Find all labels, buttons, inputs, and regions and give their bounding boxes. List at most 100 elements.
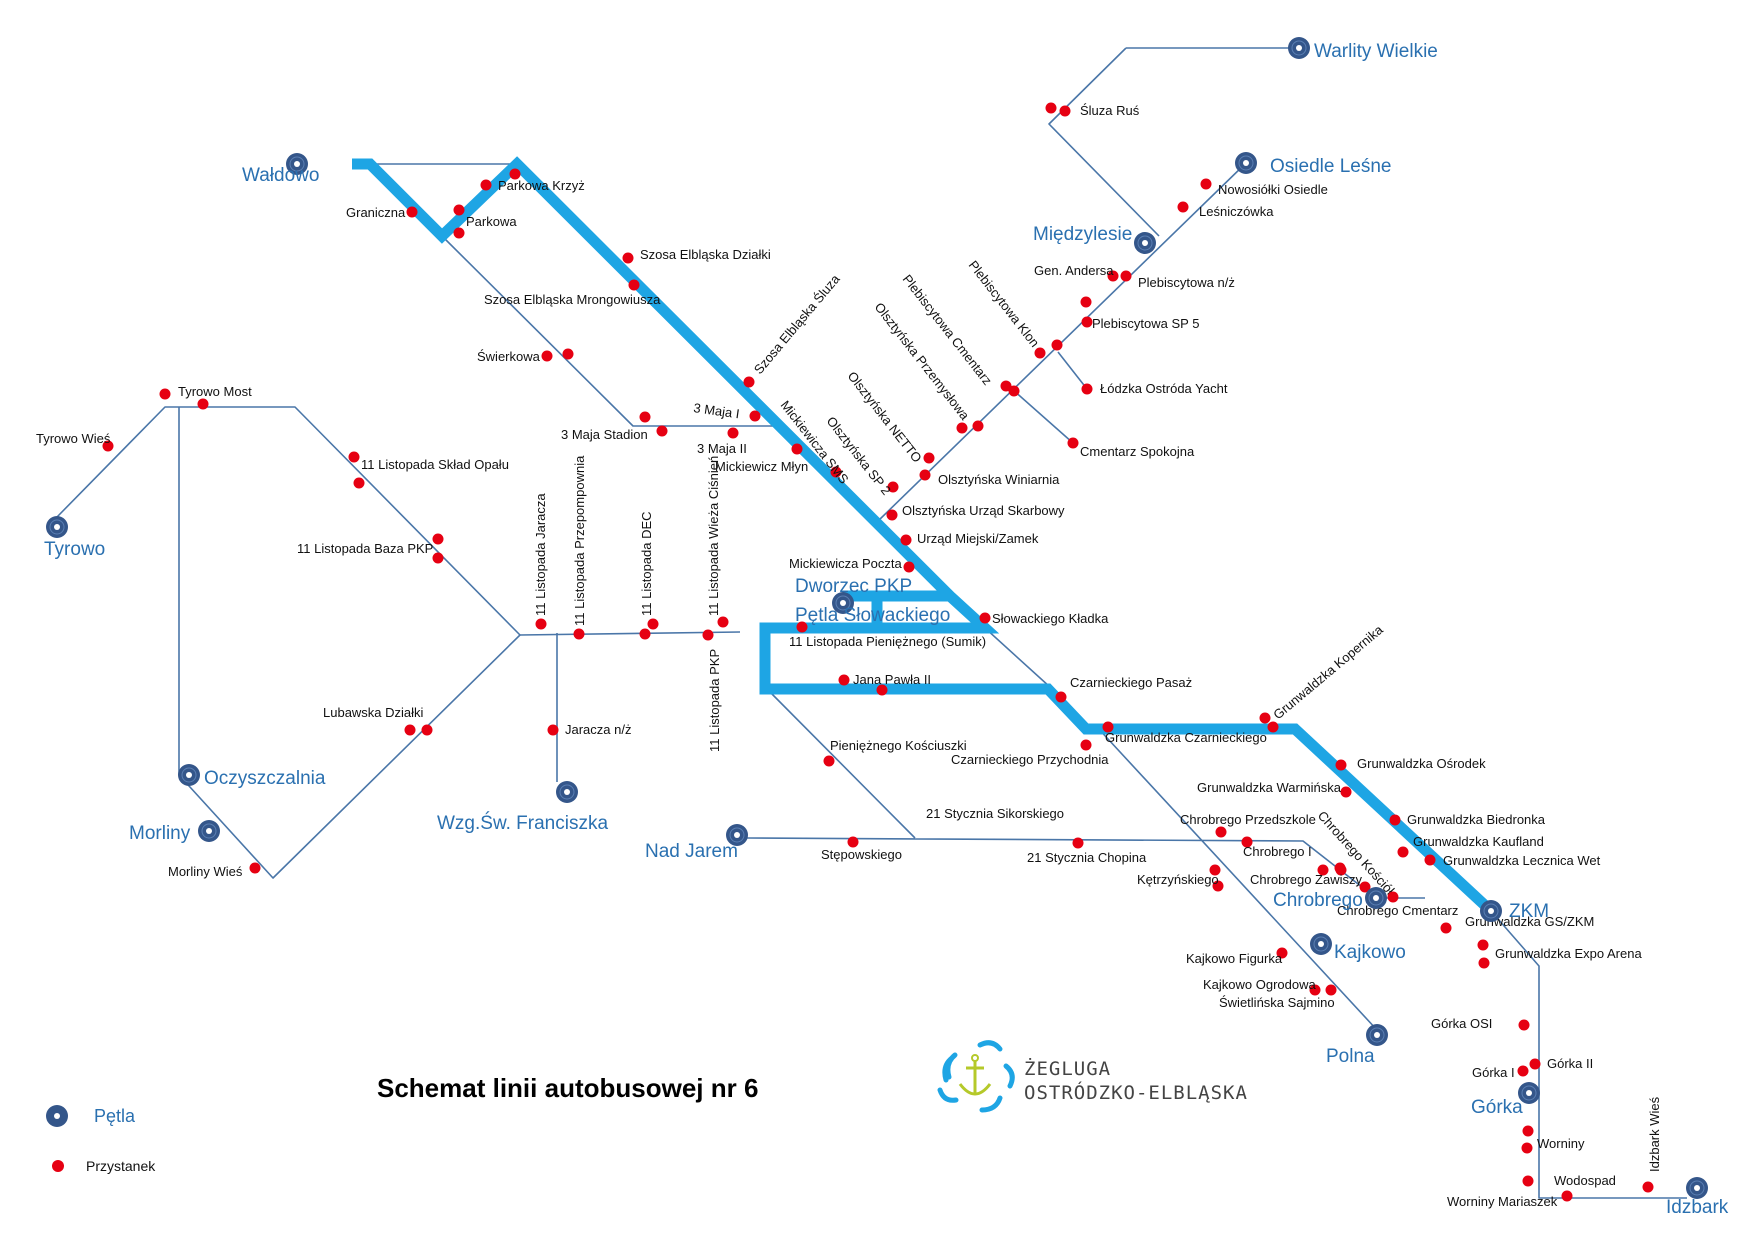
stop-czarnieckiego-pasaz[interactable]: Czarnieckiego Pasaż: [1055, 675, 1193, 703]
stop-szosa-elblaska-mrongowiusza[interactable]: Szosa Elbląska Mrongowiusza: [484, 279, 661, 308]
stop-marker[interactable]: [749, 410, 761, 422]
stop-marker[interactable]: [727, 427, 739, 439]
stop-marker[interactable]: [453, 227, 465, 239]
stop-3-maja-ii[interactable]: 3 Maja II: [697, 427, 747, 457]
stop-marker[interactable]: [1317, 864, 1329, 876]
stop-marker[interactable]: [1102, 721, 1114, 733]
stop-gorka-ii[interactable]: Górka II: [1529, 1056, 1594, 1071]
stop-marker[interactable]: [1200, 178, 1212, 190]
loop-chrobrego[interactable]: Chrobrego: [1273, 887, 1387, 911]
stop-cmentarz-spokojna[interactable]: Cmentarz Spokojna: [1067, 437, 1195, 460]
stop-marker[interactable]: [1045, 102, 1057, 114]
stop-marker[interactable]: [159, 388, 171, 400]
loop-morliny[interactable]: Morliny: [129, 820, 220, 844]
stop-marker[interactable]: [823, 755, 835, 767]
stop-marker[interactable]: [1072, 837, 1084, 849]
loop-polna[interactable]: Polna: [1326, 1024, 1388, 1067]
stop-marker[interactable]: [1517, 1065, 1529, 1077]
stop-marker[interactable]: [979, 612, 991, 624]
loop-miedzylesie[interactable]: Międzylesie: [1033, 224, 1156, 254]
stop-marker[interactable]: [562, 348, 574, 360]
stop-marker[interactable]: [432, 533, 444, 545]
stop-pienieznego-kosciuszki[interactable]: Pieniężnego Kościuszki: [823, 738, 967, 767]
loop-idzbark[interactable]: Idzbark: [1666, 1177, 1729, 1218]
stop-marker[interactable]: [1522, 1175, 1534, 1187]
stop-marker[interactable]: [972, 420, 984, 432]
stop-marker[interactable]: [1389, 814, 1401, 826]
loop-osiedle-lesne[interactable]: Osiedle Leśne: [1235, 152, 1391, 177]
stop-wodospad[interactable]: Wodospad: [1522, 1173, 1616, 1188]
loop-gorka[interactable]: Górka: [1471, 1082, 1540, 1118]
stop-plebiscytowa-n-z[interactable]: Plebiscytowa n/ż: [1138, 275, 1235, 290]
stop-11-listopada-jaracza[interactable]: 11 Listopada Jaracza: [533, 493, 548, 630]
stop-marker[interactable]: [1276, 947, 1288, 959]
stop-marker[interactable]: [791, 443, 803, 455]
stop-marker[interactable]: [622, 252, 634, 264]
stop-chrobrego-i[interactable]: Chrobrego I: [1241, 836, 1312, 860]
stop-21-stycznia-sikorskiego[interactable]: 21 Stycznia Sikorskiego: [926, 806, 1064, 821]
stop-marker[interactable]: [1055, 691, 1067, 703]
stop-marker[interactable]: [1259, 712, 1271, 724]
stop-11-listopada-dec[interactable]: 11 Listopada DEC: [639, 511, 659, 640]
stop-chrobrego-zawiszy[interactable]: Chrobrego Zawiszy: [1250, 864, 1362, 888]
stop-11-listopada-baza-pkp[interactable]: 11 Listopada Baza PKP: [297, 533, 444, 564]
stop-tyrowo-wies[interactable]: Tyrowo Wieś: [36, 431, 114, 452]
stop-stepowskiego[interactable]: Stępowskiego: [821, 836, 902, 863]
stop-marker[interactable]: [1477, 939, 1489, 951]
stop-11-listopada-pienieznego-sumik[interactable]: 11 Listopada Pieniężnego (Sumik): [789, 621, 986, 650]
stop-graniczna[interactable]: Graniczna: [346, 205, 418, 220]
loop-nad-jarem[interactable]: Nad Jarem: [645, 824, 748, 862]
stop-czarnieckiego-przychodnia[interactable]: Czarnieckiego Przychodnia: [951, 739, 1109, 768]
stop-marker[interactable]: [1034, 347, 1046, 359]
loop-kajkowo[interactable]: Kajkowo: [1310, 933, 1406, 963]
stop-chrobrego-cmentarz[interactable]: Chrobrego Cmentarz: [1337, 891, 1458, 919]
stop-tyrowo-most[interactable]: Tyrowo Most: [159, 384, 253, 410]
stop-marker[interactable]: [404, 724, 416, 736]
stop-kajkowo-figurka[interactable]: Kajkowo Figurka: [1186, 947, 1288, 967]
stop-marker[interactable]: [1440, 922, 1452, 934]
stop-marker[interactable]: [886, 509, 898, 521]
stop-marker[interactable]: [1107, 270, 1119, 282]
stop-mickiewicza-poczta[interactable]: Mickiewicza Poczta: [789, 556, 915, 573]
stop-marker[interactable]: [406, 206, 418, 218]
stop-jaracza-n-z[interactable]: Jaracza n/ż: [547, 722, 632, 737]
stop-marker[interactable]: [1080, 739, 1092, 751]
stop-marker[interactable]: [1081, 316, 1093, 328]
stop-jana-pawla-ii[interactable]: Jana Pawła II: [838, 672, 932, 696]
stop-marker[interactable]: [1212, 880, 1224, 892]
stop-urzad-miejski-zamek[interactable]: Urząd Miejski/Zamek: [900, 531, 1039, 546]
stop-marker[interactable]: [1522, 1125, 1534, 1137]
stop-grunwaldzka-expo-arena[interactable]: Grunwaldzka Expo Arena: [1477, 939, 1643, 969]
stop-marker[interactable]: [830, 466, 842, 478]
stop-marker[interactable]: [1521, 1142, 1533, 1154]
stop-mickiewicz-mlyn[interactable]: Mickiewicz Młyn: [715, 443, 808, 475]
stop-olsztynska-urzad-skarbowy[interactable]: Olsztyńska Urząd Skarbowy: [886, 503, 1066, 521]
loop-tyrowo[interactable]: Tyrowo: [44, 516, 105, 560]
stop-marker[interactable]: [743, 376, 755, 388]
stop-marker[interactable]: [1309, 984, 1321, 996]
stop-marker[interactable]: [453, 204, 465, 216]
stop-marker[interactable]: [1177, 201, 1189, 213]
stop-marker[interactable]: [102, 440, 114, 452]
stop-marker[interactable]: [1080, 296, 1092, 308]
stop-lodzka-ostroda-yacht[interactable]: Łódzka Ostróda Yacht: [1081, 381, 1228, 396]
stop-marker[interactable]: [847, 836, 859, 848]
stop-marker[interactable]: [535, 618, 547, 630]
stop-marker[interactable]: [639, 411, 651, 423]
stop-parkowa[interactable]: Parkowa: [453, 204, 518, 239]
stop-marker[interactable]: [838, 674, 850, 686]
stop-idzbark-wies[interactable]: Idzbark Wieś: [1642, 1096, 1663, 1193]
stop-marker[interactable]: [1000, 380, 1012, 392]
stop-grunwaldzka-lecznica-wet[interactable]: Grunwaldzka Lecznica Wet: [1424, 853, 1601, 868]
stop-marker[interactable]: [1241, 836, 1253, 848]
stop-3-maja-i[interactable]: 3 Maja I: [693, 400, 761, 422]
stop-marker[interactable]: [1478, 957, 1490, 969]
stop-marker[interactable]: [509, 168, 521, 180]
stop-marker[interactable]: [480, 179, 492, 191]
stop-marker[interactable]: [1267, 721, 1279, 733]
stop-marker[interactable]: [628, 279, 640, 291]
stop-marker[interactable]: [956, 422, 968, 434]
stop-marker[interactable]: [547, 724, 559, 736]
stop-marker[interactable]: [1424, 854, 1436, 866]
stop-lubawska-dzialki[interactable]: Lubawska Działki: [323, 705, 433, 736]
